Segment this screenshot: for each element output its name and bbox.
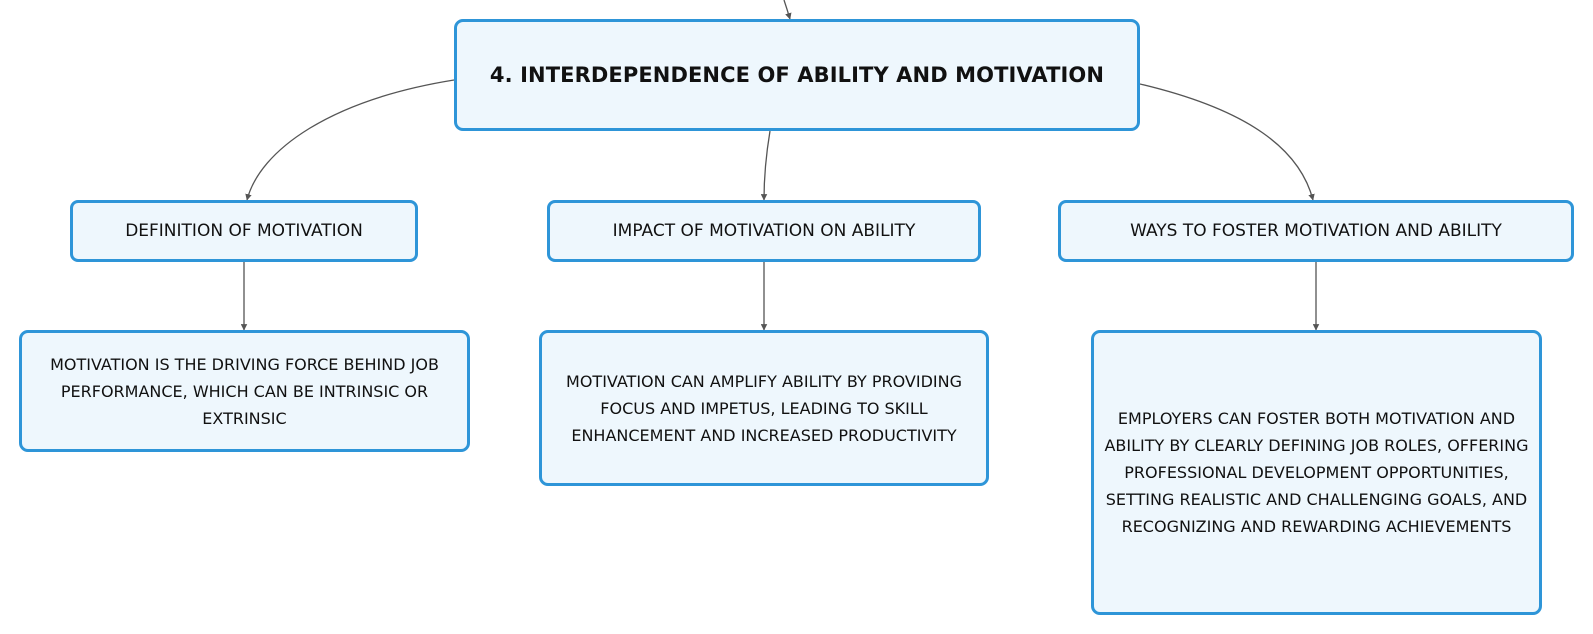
- branch-label: IMPACT OF MOTIVATION ON ABILITY: [612, 221, 916, 241]
- leaf-text: MOTIVATION CAN AMPLIFY ABILITY BY PROVID…: [566, 371, 962, 445]
- branch-node-ways-to-foster[interactable]: WAYS TO FOSTER MOTIVATION AND ABILITY: [1058, 200, 1574, 262]
- root-topic-title: 4. INTERDEPENDENCE OF ABILITY AND MOTIVA…: [489, 63, 1105, 87]
- branch-label: DEFINITION OF MOTIVATION: [125, 221, 363, 241]
- branch-label: WAYS TO FOSTER MOTIVATION AND ABILITY: [1130, 221, 1502, 241]
- leaf-node-impact-detail[interactable]: MOTIVATION CAN AMPLIFY ABILITY BY PROVID…: [539, 330, 989, 486]
- leaf-node-ways-detail[interactable]: EMPLOYERS CAN FOSTER BOTH MOTIVATION AND…: [1091, 330, 1542, 615]
- connector-incoming-root: [783, 0, 792, 20]
- leaf-node-definition-detail[interactable]: MOTIVATION IS THE DRIVING FORCE BEHIND J…: [19, 330, 470, 452]
- leaf-text: MOTIVATION IS THE DRIVING FORCE BEHIND J…: [50, 354, 439, 428]
- root-topic-node[interactable]: 4. INTERDEPENDENCE OF ABILITY AND MOTIVA…: [454, 19, 1140, 131]
- connector-root-branch-definition: [245, 79, 455, 201]
- branch-node-impact-of-motivation[interactable]: IMPACT OF MOTIVATION ON ABILITY: [547, 200, 981, 262]
- connector-root-branch-impact: [760, 130, 771, 201]
- leaf-text: EMPLOYERS CAN FOSTER BOTH MOTIVATION AND…: [1104, 409, 1529, 536]
- connector-root-branch-ways: [1139, 83, 1315, 201]
- branch-node-definition-of-motivation[interactable]: DEFINITION OF MOTIVATION: [70, 200, 418, 262]
